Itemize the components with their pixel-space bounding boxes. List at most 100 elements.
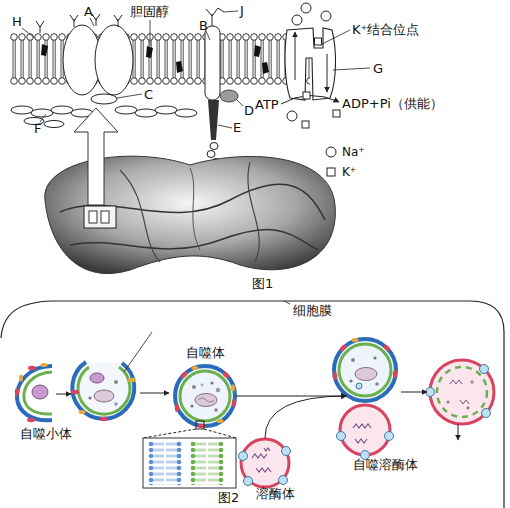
lipid-bilayer-part (10, 33, 310, 59)
legend-sample (324, 145, 338, 159)
membrane-zoom-part (148, 441, 182, 485)
node-label: 自噬溶酶体 (353, 457, 418, 472)
cholesterol-part (41, 44, 48, 56)
phagophore-shape-part (41, 363, 48, 367)
part-letter: G (373, 61, 383, 76)
process-arrows-part (56, 394, 71, 395)
lysosome-shape-part (239, 452, 248, 461)
process-arrow (265, 396, 346, 438)
glycolipid-chain-part (36, 21, 44, 33)
part-letter: C (144, 87, 153, 102)
receptor-protein-b-part (210, 143, 218, 150)
autolysosome-shape-part (393, 370, 397, 378)
phagophore-closing-part (114, 402, 118, 406)
autophagosome-shape-part (175, 366, 235, 426)
node-label: 溶酶体 (256, 486, 295, 501)
leader-lines-part (90, 18, 94, 26)
phagophore-shape-part (19, 375, 23, 382)
cholesterol-part (176, 61, 183, 73)
autolysosome-shape-part (339, 344, 391, 396)
lysosome-shape-part (282, 447, 291, 456)
ions-part (301, 3, 311, 13)
autophagosome-shape-part (232, 399, 236, 407)
autolysosome-shape-part (353, 424, 371, 428)
node-label: 自噬体 (186, 345, 225, 360)
autophagosome-shape-part (195, 394, 217, 407)
cholesterol-part (254, 45, 261, 57)
cholesterol-part (262, 62, 269, 74)
autolysosome-shape (331, 336, 399, 458)
membrane-zoom-part (143, 429, 196, 438)
cell-illustration-part (89, 211, 97, 223)
autolysosome-shape-part (339, 344, 348, 353)
autophagosome-shape-part (198, 398, 214, 402)
sodium-potassium-pump-part (327, 54, 328, 92)
autophagosome-shape-part (180, 371, 230, 421)
legend-entry: Na⁺ (324, 145, 365, 159)
autophagosome-shape-part (190, 404, 193, 407)
sodium-potassium-pump (281, 28, 339, 104)
autolysosome-shape-part (383, 344, 392, 353)
process-arrows-part (140, 393, 169, 394)
receptor-protein-b-part (207, 151, 215, 158)
part-letter: J (240, 3, 244, 18)
phagophore-shape-part (27, 418, 35, 422)
legend-entry: K⁺ (324, 165, 356, 179)
cytoskeleton-f-part (155, 106, 177, 114)
phagophore-closing-part (79, 410, 86, 414)
channel-protein-a-part (91, 94, 117, 104)
phagophore-closing-part (124, 332, 152, 372)
molecule-name: ADP+Pi（供能） (342, 96, 443, 111)
ions-part (292, 15, 302, 25)
ions-part (333, 110, 340, 117)
lysosome-shape-part (256, 468, 271, 472)
cytoskeleton-f-part (11, 106, 33, 114)
part-letter: B (199, 18, 208, 33)
ions-part (302, 121, 309, 128)
sodium-potassium-pump-part (295, 32, 296, 80)
autolysosome-shape-part (333, 372, 337, 380)
autolysosome-shape-part (340, 405, 390, 455)
legend-sample-part (326, 147, 336, 157)
leader-lines-part (22, 28, 35, 38)
figure-caption: 图2 (218, 490, 239, 505)
cell-illustration (45, 108, 336, 274)
phagophore-closing-part (114, 380, 118, 384)
part-letter: E (233, 120, 241, 135)
phagophore-closing-part (90, 373, 104, 383)
phagophore: 自噬小体 (14, 362, 56, 424)
phagophore-shape (14, 362, 56, 424)
autolysosome-shape-part (351, 358, 355, 362)
autophagosome-shape-part (214, 408, 218, 412)
cell-illustration-part (248, 162, 259, 262)
node-label: 自噬小体 (20, 426, 72, 441)
lysosome: 溶酶体 (238, 436, 292, 490)
autolysosome-shape-part (349, 379, 352, 382)
autophagosome-shape-part (201, 384, 204, 387)
lipid-bilayer (10, 33, 310, 85)
channel-protein-a-part (70, 14, 122, 27)
phagophore-shape-part (24, 372, 52, 414)
cell-membrane-outline: 细胞膜自噬小体自噬体溶酶体自噬溶酶体 (0, 298, 510, 508)
part-letter: D (244, 103, 254, 118)
membrane-zoom-part (204, 429, 236, 438)
phagophore-closing-part (94, 390, 114, 402)
digested-autolysosome-part (482, 409, 491, 418)
lysosome-shape-part (252, 454, 267, 458)
cell-illustration-part (101, 211, 109, 223)
lysosome-shape-part (264, 448, 270, 451)
cytoskeleton-f-part (44, 121, 64, 128)
legend-sample (324, 165, 338, 179)
autolysosome-shape-part (373, 356, 376, 359)
legend-text: K⁺ (342, 165, 356, 179)
digested-autolysosome-part (437, 367, 487, 417)
ions-part (287, 111, 297, 121)
ions-part (303, 92, 310, 99)
autophagosome-shape-part (192, 366, 199, 370)
membrane-zoom-part (190, 441, 224, 485)
channel-protein-a-part (95, 25, 133, 95)
